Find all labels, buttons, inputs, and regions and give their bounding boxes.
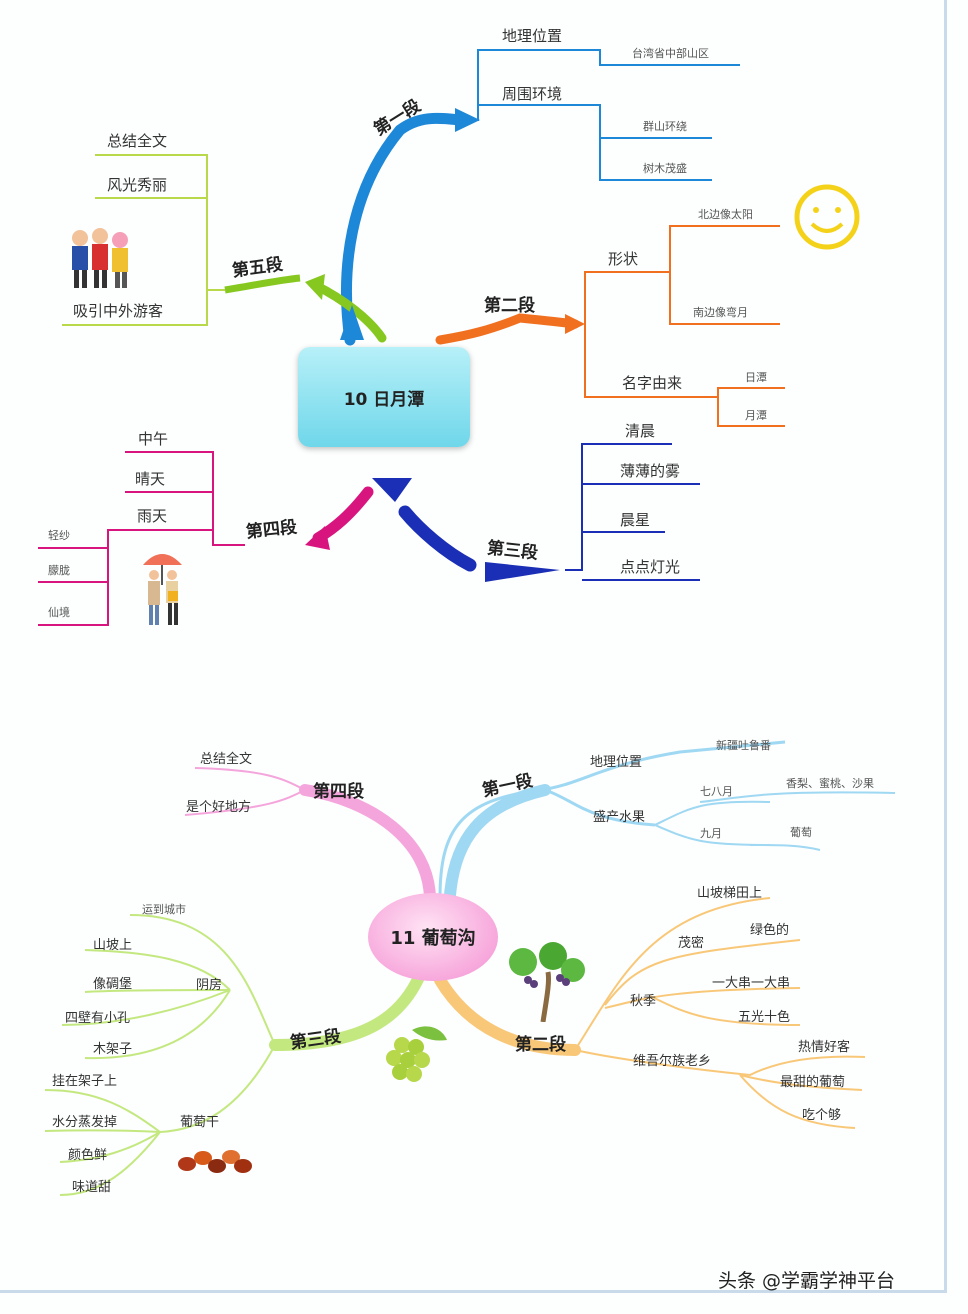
node-label: 盛产水果 [593,810,646,825]
leaf-label: 绿色的 [750,923,790,938]
leaf-label: 群山环绕 [643,120,687,133]
leaf-label: 五光十色 [738,1010,791,1025]
branch-label: 第二段 [484,296,535,316]
leaf-label: 轻纱 [48,529,70,542]
node-label: 清晨 [625,422,656,440]
leaf-label: 月潭 [745,409,767,422]
node-label: 阴房 [196,978,223,993]
node-label: 是个好地方 [186,800,252,815]
leaf-label: 七八月 [700,785,733,798]
page-frame [0,0,947,1293]
node-label: 名字由来 [622,374,683,392]
leaf-label: 四壁有小孔 [65,1011,131,1026]
grape-vine-icon [509,942,585,1022]
mindmap-grape-valley: 11 葡萄沟 第一段 地理位置 盛产水果 新疆吐鲁番 七八月 九月 香梨、蜜桃、… [0,690,944,1290]
umbrella-couple-icon [143,554,182,625]
leaf-label: 最甜的葡萄 [780,1075,846,1090]
leaf-label: 台湾省中部山区 [632,47,709,60]
node-label: 总结全文 [200,752,253,767]
node-label: 山坡梯田上 [697,886,763,901]
mindmap-sun-moon-lake: 10 日月潭 第一段 地理位置 周围环境 台湾省中部山区 群山环绕 树木茂盛 第… [0,0,944,660]
green-grapes-icon [386,1026,447,1082]
node-label: 雨天 [137,507,168,525]
leaf-label: 一大串一大串 [712,976,791,991]
leaf-label: 朦胧 [48,564,70,577]
watermark-footer: 头条 @学霸学神平台 [718,1270,896,1292]
leaf-label: 九月 [700,827,722,840]
mindmap-2-lines [44,740,896,1196]
node-label: 吸引中外游客 [73,302,164,320]
leaf-label: 山坡上 [93,938,133,953]
branch-label: 第四段 [313,782,364,802]
node-label: 中午 [138,430,169,448]
node-label: 茂密 [678,936,705,951]
leaf-label: 葡萄 [790,826,812,839]
center-node: 10 日月潭 [298,347,470,447]
leaf-label: 吃个够 [802,1108,842,1123]
node-label: 地理位置 [590,755,643,770]
node-label: 晴天 [135,470,166,488]
leaf-label: 像碉堡 [93,977,133,992]
node-label: 地理位置 [502,27,563,45]
raisins-icon [178,1150,252,1173]
node-label: 维吾尔族老乡 [633,1054,712,1069]
leaf-label: 热情好客 [798,1040,851,1055]
node-label: 形状 [608,250,639,268]
node-label: 薄薄的雾 [620,462,681,480]
leaf-label: 运到城市 [142,903,186,916]
leaf-label: 树木茂盛 [643,162,687,175]
leaf-label: 仙境 [48,606,70,619]
leaf-label: 日潭 [745,371,767,384]
leaf-label: 新疆吐鲁番 [716,739,771,752]
node-label: 总结全文 [107,132,168,150]
mindmap-1-lines [38,49,785,626]
leaf-label: 南边像弯月 [693,306,748,319]
branch-label: 第二段 [515,1035,566,1055]
center-node: 11 葡萄沟 [368,893,498,981]
leaf-label: 木架子 [93,1042,133,1057]
node-label: 晨星 [620,511,651,529]
leaf-label: 颜色鲜 [68,1148,108,1163]
leaf-label: 北边像太阳 [698,208,753,221]
leaf-label: 水分蒸发掉 [52,1115,118,1130]
node-label: 风光秀丽 [107,176,168,194]
leaf-label: 香梨、蜜桃、沙果 [786,777,874,790]
leaf-label: 挂在架子上 [52,1074,118,1089]
node-label: 葡萄干 [180,1115,220,1130]
leaf-label: 味道甜 [72,1180,112,1195]
node-label: 秋季 [630,994,657,1009]
node-label: 点点灯光 [620,558,681,576]
tourists-icon [72,228,128,288]
node-label: 周围环境 [502,85,563,103]
smiley-sun-icon [794,184,860,250]
